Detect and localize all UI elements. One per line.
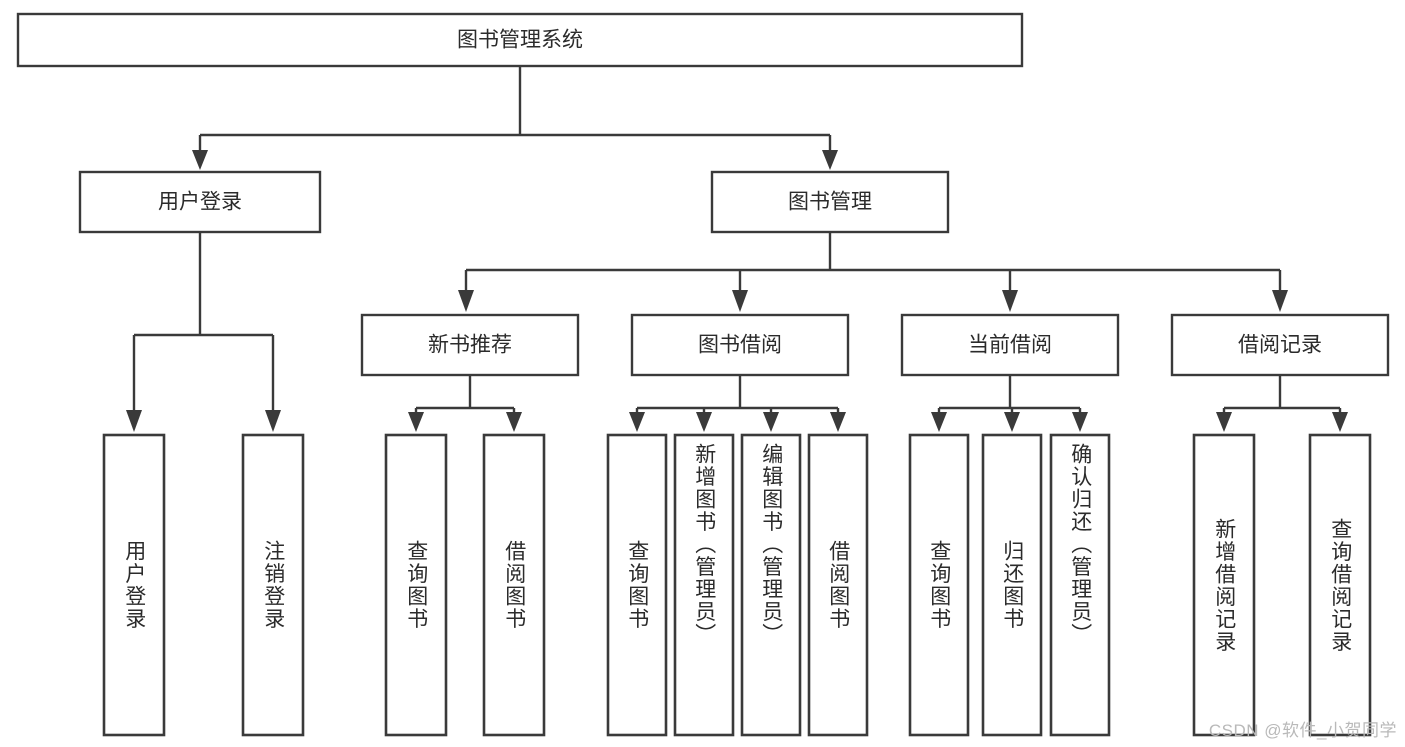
node-borrow-record[interactable]: 借阅记录: [1170, 313, 1390, 377]
arrowhead-leaf-user-logout: [265, 410, 281, 432]
node-book-borrow[interactable]: 图书借阅: [630, 313, 850, 377]
node-current-borrow[interactable]: 当前借阅: [900, 313, 1120, 377]
arrowhead-leaf-add-book-admin: [696, 412, 712, 432]
arrowhead-book-manage: [822, 150, 838, 170]
arrowhead-leaf-query-book-current: [931, 412, 947, 432]
node-new-book-recommend-label: 新书推荐: [428, 334, 512, 357]
node-user-login[interactable]: 用户登录: [78, 170, 322, 234]
leaf-rect-group: [102, 433, 1372, 737]
arrowhead-leaf-query-borrow-record: [1332, 412, 1348, 432]
node-root[interactable]: 图书管理系统: [16, 12, 1024, 68]
node-borrow-record-rect: [1170, 313, 1390, 377]
leaf-confirm-return-admin-rect[interactable]: [1049, 433, 1111, 737]
leaf-query-book-current-rect[interactable]: [908, 433, 970, 737]
leaf-borrow-book-rect[interactable]: [807, 433, 869, 737]
leaf-query-book-borrow-rect[interactable]: [606, 433, 668, 737]
node-user-login-rect: [78, 170, 322, 234]
watermark-credit: CSDN @软件_小贺同学: [1208, 721, 1397, 740]
node-book-borrow-label: 图书借阅: [698, 334, 782, 357]
leaf-query-book-recommend-rect[interactable]: [384, 433, 448, 737]
leaf-user-logout-rect[interactable]: [241, 433, 305, 737]
connector-group: [126, 66, 1348, 432]
leaf-add-borrow-record-rect[interactable]: [1192, 433, 1256, 737]
arrowhead-book-borrow: [732, 290, 748, 312]
arrowhead-leaf-borrow-book-recommend: [506, 412, 522, 432]
arrowhead-leaf-add-borrow-record: [1216, 412, 1232, 432]
node-book-manage[interactable]: 图书管理: [710, 170, 950, 234]
leaf-return-book-rect[interactable]: [981, 433, 1043, 737]
node-root-label: 图书管理系统: [457, 29, 583, 52]
arrowhead-leaf-edit-book-admin: [763, 412, 779, 432]
arrowhead-leaf-return-book: [1004, 412, 1020, 432]
arrowhead-user-login: [192, 150, 208, 170]
node-new-book-recommend[interactable]: 新书推荐: [360, 313, 580, 377]
node-user-login-label: 用户登录: [158, 191, 242, 214]
node-book-manage-label: 图书管理: [788, 191, 872, 214]
leaf-user-login-rect[interactable]: [102, 433, 166, 737]
node-current-borrow-label: 当前借阅: [968, 334, 1052, 357]
arrowhead-new-book-recommend: [458, 290, 474, 312]
node-borrow-record-label: 借阅记录: [1238, 334, 1322, 357]
node-book-manage-rect: [710, 170, 950, 234]
node-book-borrow-rect: [630, 313, 850, 377]
leaf-query-borrow-record-rect[interactable]: [1308, 433, 1372, 737]
arrowhead-leaf-query-book-borrow: [629, 412, 645, 432]
leaf-add-book-admin-rect[interactable]: [673, 433, 735, 737]
node-current-borrow-rect: [900, 313, 1120, 377]
arrowhead-leaf-query-book-recommend: [408, 412, 424, 432]
leaf-borrow-book-recommend-rect[interactable]: [482, 433, 546, 737]
arrowhead-borrow-record: [1272, 290, 1288, 312]
leaf-edit-book-admin-rect[interactable]: [740, 433, 802, 737]
arrowhead-leaf-user-login: [126, 410, 142, 432]
node-new-book-recommend-rect: [360, 313, 580, 377]
node-root-rect: [16, 12, 1024, 68]
arrowhead-current-borrow: [1002, 290, 1018, 312]
arrowhead-leaf-borrow-book: [830, 412, 846, 432]
arrowhead-leaf-confirm-return-admin: [1072, 412, 1088, 432]
